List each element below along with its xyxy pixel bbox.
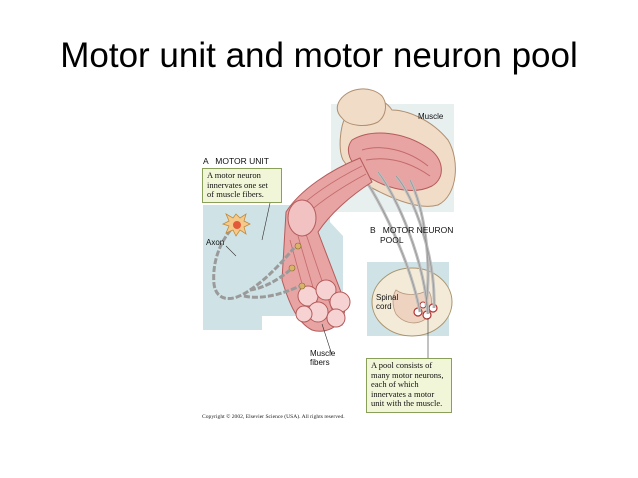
pool-heading-line2: POOL [380, 235, 404, 245]
slide-title: Motor unit and motor neuron pool [60, 36, 578, 75]
spinal-cord-label-line1: Spinal [376, 293, 399, 302]
muscle-fiber-ends [295, 279, 351, 328]
copyright-text: Copyright © 2002, Elsevier Science (USA)… [202, 414, 345, 420]
pool-callout: A pool consists of many motor neurons, e… [366, 358, 452, 413]
fascicle-end [287, 199, 317, 237]
pool-heading-line1: B MOTOR NEURON [370, 225, 454, 235]
muscle-label: Muscle [418, 112, 444, 121]
motor-unit-heading: A MOTOR UNIT [203, 156, 269, 166]
axon-label: Axon [206, 238, 225, 247]
muscle-fibers-label-line1: Muscle [310, 349, 336, 358]
motor-neuron-body [221, 213, 251, 237]
motor-unit-callout: A motor neuron innervates one set of mus… [202, 168, 282, 203]
fist [336, 88, 386, 126]
muscle-fibers-label-line2: fibers [310, 358, 330, 367]
spinal-cord-label-line2: cord [376, 302, 392, 311]
motor-axon [212, 222, 301, 300]
